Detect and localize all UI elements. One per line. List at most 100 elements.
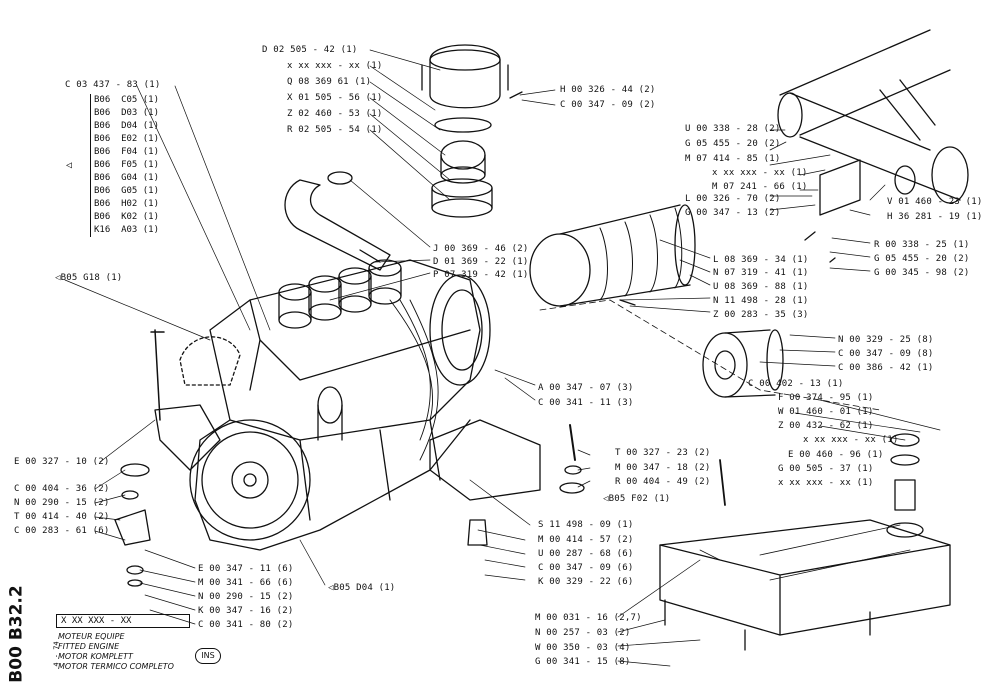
- part-label: T 00 327 - 23 (2): [615, 448, 711, 458]
- part-label: G 05 455 - 20 (2): [685, 139, 781, 149]
- part-label: G 05 455 - 20 (2): [874, 254, 970, 264]
- small-parts-drawing: [114, 231, 881, 587]
- ref-b05-g18: ◁B05 G18 (1): [55, 273, 122, 284]
- part-label: K 00 329 - 22 (6): [538, 577, 634, 587]
- part-label: M 00 347 - 18 (2): [615, 463, 711, 473]
- part-label: X 01 505 - 56 (1): [287, 93, 383, 103]
- part-label: N 00 329 - 25 (8): [838, 335, 934, 345]
- group-list-item: B06 D04 (1): [94, 121, 160, 131]
- part-label: R 00 404 - 49 (2): [615, 477, 711, 487]
- doc-number-block: B00 B32.2: [6, 584, 28, 684]
- part-label: P 07 319 - 42 (1): [433, 270, 529, 280]
- part-label: x xx xxx - xx (1): [803, 435, 899, 445]
- part-label: U 00 338 - 28 (2): [685, 124, 781, 134]
- part-label: N 00 257 - 03 (2): [535, 628, 631, 638]
- group-list-item: B06 F04 (1): [94, 147, 160, 157]
- group-list-header: C 03 437 - 83 (1): [65, 80, 161, 90]
- part-label: C 00 347 - 09 (6): [538, 563, 634, 573]
- group-list-item: B06 H02 (1): [94, 199, 160, 209]
- part-label: F 00 374 - 95 (1): [778, 393, 874, 403]
- part-label: M 07 414 - 85 (1): [685, 154, 781, 164]
- title-lines: MOTEUR EQUIPE FITTED ENGINE MOTOR KOMPLE…: [58, 632, 174, 672]
- part-label: M 00 414 - 57 (2): [538, 535, 634, 545]
- part-label: G 00 345 - 98 (2): [874, 268, 970, 278]
- part-label: D 02 505 - 42 (1): [262, 45, 358, 55]
- part-label: M 07 241 - 66 (1): [712, 182, 808, 192]
- part-label: W 01 460 - 01 (1): [778, 407, 874, 417]
- part-label: V 01 460 - 23 (1): [887, 197, 983, 207]
- title-en: FITTED ENGINE: [58, 642, 120, 651]
- part-label: A 00 347 - 07 (3): [538, 383, 634, 393]
- part-label: C 00 347 - 09 (2): [560, 100, 656, 110]
- part-label: N 00 290 - 15 (2): [198, 592, 294, 602]
- part-label: E 00 460 - 96 (1): [788, 450, 884, 460]
- doc-number: B00 B32.2: [6, 585, 27, 683]
- leader-lines: [64, 49, 941, 667]
- part-label: C 00 283 - 61 (6): [14, 526, 110, 536]
- ref-b05-g18-label: B05 G18 (1): [60, 273, 123, 283]
- part-label: C 00 341 - 80 (2): [198, 620, 294, 630]
- part-label: Z 02 460 - 53 (1): [287, 109, 383, 119]
- part-label: N 00 290 - 15 (2): [14, 498, 110, 508]
- triangle-marker-icon: ◁: [55, 273, 61, 283]
- exhaust-silencer-drawing: [777, 29, 969, 216]
- part-label: W 00 350 - 03 (4): [535, 643, 631, 653]
- part-label: L 08 369 - 34 (1): [713, 255, 809, 265]
- part-label: U 00 287 - 68 (6): [538, 549, 634, 559]
- group-list: B06 C05 (1)B06 D03 (1)B06 D04 (1)B06 E02…: [90, 94, 159, 237]
- part-label: M 00 341 - 66 (6): [198, 578, 294, 588]
- part-label: C 00 386 - 42 (1): [838, 363, 934, 373]
- ref-b05-d04-label: B05 D04 (1): [333, 583, 396, 593]
- part-label: D 01 369 - 22 (1): [433, 257, 529, 267]
- ref-b05-d04: ◁B05 D04 (1): [328, 583, 395, 594]
- title-fr: MOTEUR EQUIPE: [58, 632, 125, 641]
- group-list-item: B06 K02 (1): [94, 212, 160, 222]
- part-label: R 00 338 - 25 (1): [874, 240, 970, 250]
- part-label: N 07 319 - 41 (1): [713, 268, 809, 278]
- part-label: G 00 347 - 13 (2): [685, 208, 781, 218]
- ins-badge: INS: [195, 648, 221, 664]
- part-label: L 00 326 - 70 (2): [685, 194, 781, 204]
- part-label: K 00 347 - 16 (2): [198, 606, 294, 616]
- cooling-duct-drawing: [529, 204, 696, 307]
- part-label: Z 00 432 - 62 (1): [778, 421, 874, 431]
- part-label: C 00 341 - 11 (3): [538, 398, 634, 408]
- part-label: Z 00 283 - 35 (3): [713, 310, 809, 320]
- ref-b05-f02: ◁B05 F02 (1): [603, 494, 670, 505]
- engine-block-drawing: [154, 171, 491, 551]
- part-label: x xx xxx - xx (1): [778, 478, 874, 488]
- group-list-item: K16 A03 (1): [94, 225, 160, 235]
- group-list-item: B06 D03 (1): [94, 108, 160, 118]
- triangle-marker-icon: ◁: [603, 494, 609, 504]
- part-label: Q 08 369 61 (1): [287, 77, 372, 87]
- code-box: X XX XXX - XX: [56, 614, 190, 628]
- triangle-marker-icon: ◁: [328, 583, 334, 593]
- triangle-marker-icon: ◁: [66, 160, 73, 171]
- part-label: J 00 369 - 46 (2): [433, 244, 529, 254]
- part-label: N 11 498 - 28 (1): [713, 296, 809, 306]
- group-list-item: B06 E02 (1): [94, 134, 160, 144]
- part-label: x xx xxx - xx (1): [712, 168, 808, 178]
- part-label: E 00 347 - 11 (6): [198, 564, 294, 574]
- part-label: U 08 369 - 88 (1): [713, 282, 809, 292]
- part-label: M 00 031 - 16 (2,7): [535, 613, 642, 623]
- group-list-item: B06 G04 (1): [94, 173, 160, 183]
- part-label: x xx xxx - xx (1): [287, 61, 383, 71]
- pulley-drawing: [702, 329, 784, 398]
- part-label: C 00 404 - 36 (2): [14, 484, 110, 494]
- group-list-item: B06 F05 (1): [94, 160, 160, 170]
- group-list-item: B06 G05 (1): [94, 186, 160, 196]
- part-label: T 00 414 - 40 (2): [14, 512, 110, 522]
- part-label: G 00 341 - 15 (8): [535, 657, 631, 667]
- part-label: S 11 498 - 09 (1): [538, 520, 634, 530]
- title-it: MOTOR TERMICO COMPLETO: [58, 662, 174, 671]
- part-label: G 00 505 - 37 (1): [778, 464, 874, 474]
- ref-b05-f02-label: B05 F02 (1): [608, 494, 671, 504]
- title-de: MOTOR KOMPLETT: [58, 652, 133, 661]
- fuel-tank-drawing: [659, 433, 951, 651]
- part-label: H 00 326 - 44 (2): [560, 85, 656, 95]
- part-label: C 00 402 - 13 (1): [748, 379, 844, 389]
- part-label: E 00 327 - 10 (2): [14, 457, 110, 467]
